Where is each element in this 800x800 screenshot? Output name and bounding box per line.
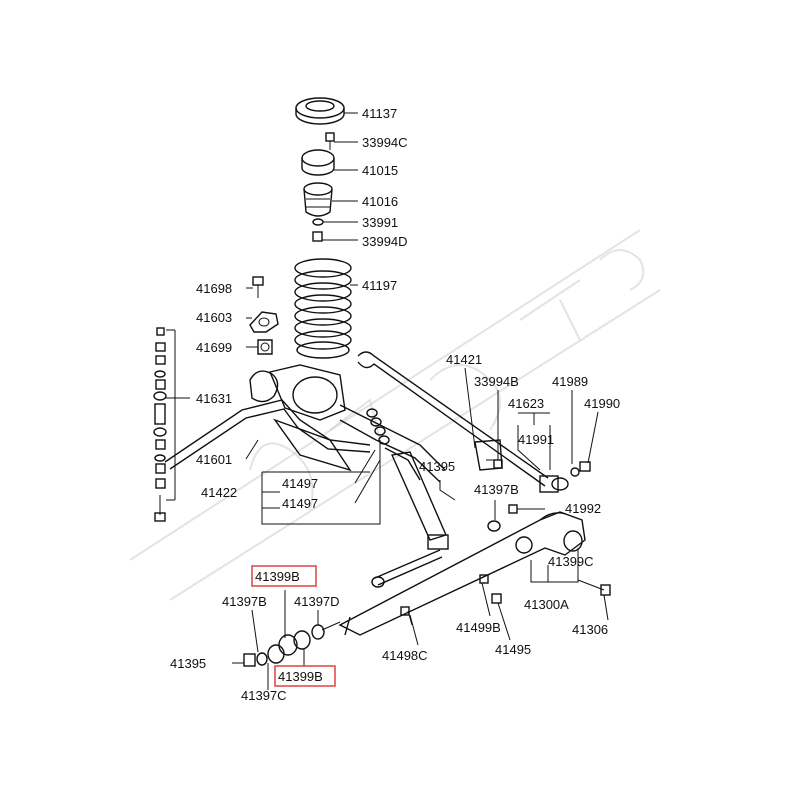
stabilizer-link-hardware xyxy=(153,327,167,522)
label-41498c: 41498C xyxy=(382,648,428,663)
part-labels: 41137 33994C 41015 41016 33991 33994D 41… xyxy=(170,106,620,703)
label-41992: 41992 xyxy=(565,501,601,516)
label-41397d: 41397D xyxy=(294,594,340,609)
lower-arm xyxy=(338,511,586,636)
washer-41989 xyxy=(570,467,580,477)
highlight-box-41399b-upper xyxy=(251,565,317,587)
rear-rod-left xyxy=(371,549,443,588)
label-41603: 41603 xyxy=(196,310,232,325)
label-41306: 41306 xyxy=(572,622,608,637)
label-41137: 41137 xyxy=(362,106,397,121)
label-41631: 41631 xyxy=(196,391,232,406)
label-41399b-upper: 41399B xyxy=(255,569,300,584)
label-41422: 41422 xyxy=(201,485,237,500)
label-41397b-upper: 41397B xyxy=(474,482,519,497)
label-41623: 41623 xyxy=(508,396,544,411)
label-41990: 41990 xyxy=(584,396,620,411)
label-41395-upper: 41395 xyxy=(419,459,455,474)
bolt-41306 xyxy=(577,579,611,596)
label-41989: 41989 xyxy=(552,374,588,389)
label-41698: 41698 xyxy=(196,281,232,296)
label-41399b-lower: 41399B xyxy=(278,669,323,684)
nut-41499b xyxy=(479,574,489,584)
bolt-41397b-upper xyxy=(487,520,501,532)
bolt-33994b xyxy=(493,448,503,469)
bracket-41603 xyxy=(249,311,279,333)
label-41495: 41495 xyxy=(495,642,531,657)
bolt-41698 xyxy=(252,276,264,298)
label-41497-a: 41497 xyxy=(282,476,318,491)
washer-33991 xyxy=(312,218,324,226)
coil-spring xyxy=(294,258,352,359)
label-33994d: 33994D xyxy=(362,234,408,249)
nut-41990 xyxy=(579,461,591,472)
bushing-set-lower xyxy=(243,621,341,667)
label-33991: 33991 xyxy=(362,215,398,230)
bump-stop-cap xyxy=(301,149,335,176)
bolt-41498c xyxy=(400,606,413,626)
label-41197: 41197 xyxy=(362,278,397,293)
label-41497-b: 41497 xyxy=(282,496,318,511)
label-41499b: 41499B xyxy=(456,620,501,635)
label-41397b-lower: 41397B xyxy=(222,594,267,609)
label-33994c: 33994C xyxy=(362,135,408,150)
bolt-small-upper xyxy=(325,132,335,150)
leader-lines xyxy=(166,112,609,690)
nut-41495 xyxy=(491,593,502,604)
label-41395-lower: 41395 xyxy=(170,656,206,671)
highlight-box-41399b-lower xyxy=(274,665,336,687)
label-41399c: 41399C xyxy=(548,554,594,569)
lateral-rod xyxy=(357,351,569,493)
bushing-41699 xyxy=(257,339,273,355)
label-41699: 41699 xyxy=(196,340,232,355)
label-41300a: 41300A xyxy=(524,597,569,612)
label-41421: 41421 xyxy=(446,352,482,367)
label-41015: 41015 xyxy=(362,163,398,178)
axle-housing xyxy=(249,364,446,483)
nut-33994d xyxy=(312,231,323,242)
label-41991: 41991 xyxy=(518,432,554,447)
spring-seat-upper xyxy=(295,97,345,125)
label-33994b: 33994B xyxy=(474,374,519,389)
watermark xyxy=(129,229,661,601)
bump-stop xyxy=(303,182,333,217)
label-41397c: 41397C xyxy=(241,688,287,703)
shock-absorber xyxy=(366,408,449,550)
label-41601: 41601 xyxy=(196,452,232,467)
label-41016: 41016 xyxy=(362,194,398,209)
